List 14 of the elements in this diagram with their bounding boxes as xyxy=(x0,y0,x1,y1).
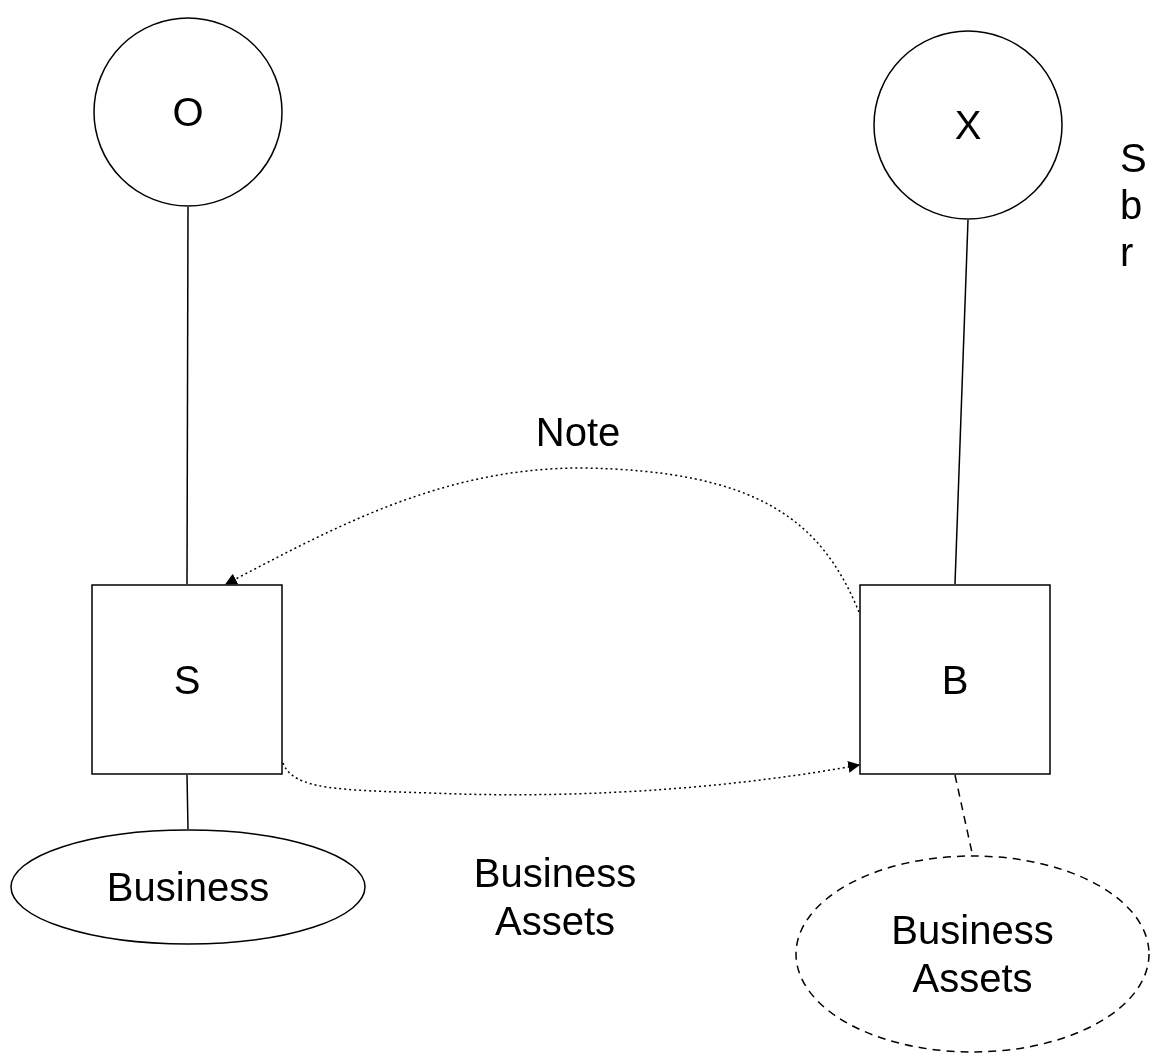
text-fragment: S xyxy=(1120,138,1147,178)
node-label: B xyxy=(941,656,969,704)
node-label: Business xyxy=(106,864,270,911)
arrow xyxy=(282,760,861,796)
node-label: X xyxy=(954,102,982,149)
node-label: S xyxy=(173,656,201,704)
connector-line xyxy=(186,774,189,830)
connector-line xyxy=(954,219,969,585)
arrow xyxy=(224,467,860,613)
text-fragment: r xyxy=(1120,232,1134,272)
node-label: Business Assets xyxy=(890,907,1055,1002)
text-fragment: b xyxy=(1120,185,1143,225)
node-label: O xyxy=(172,89,204,136)
connector-line xyxy=(186,206,189,585)
